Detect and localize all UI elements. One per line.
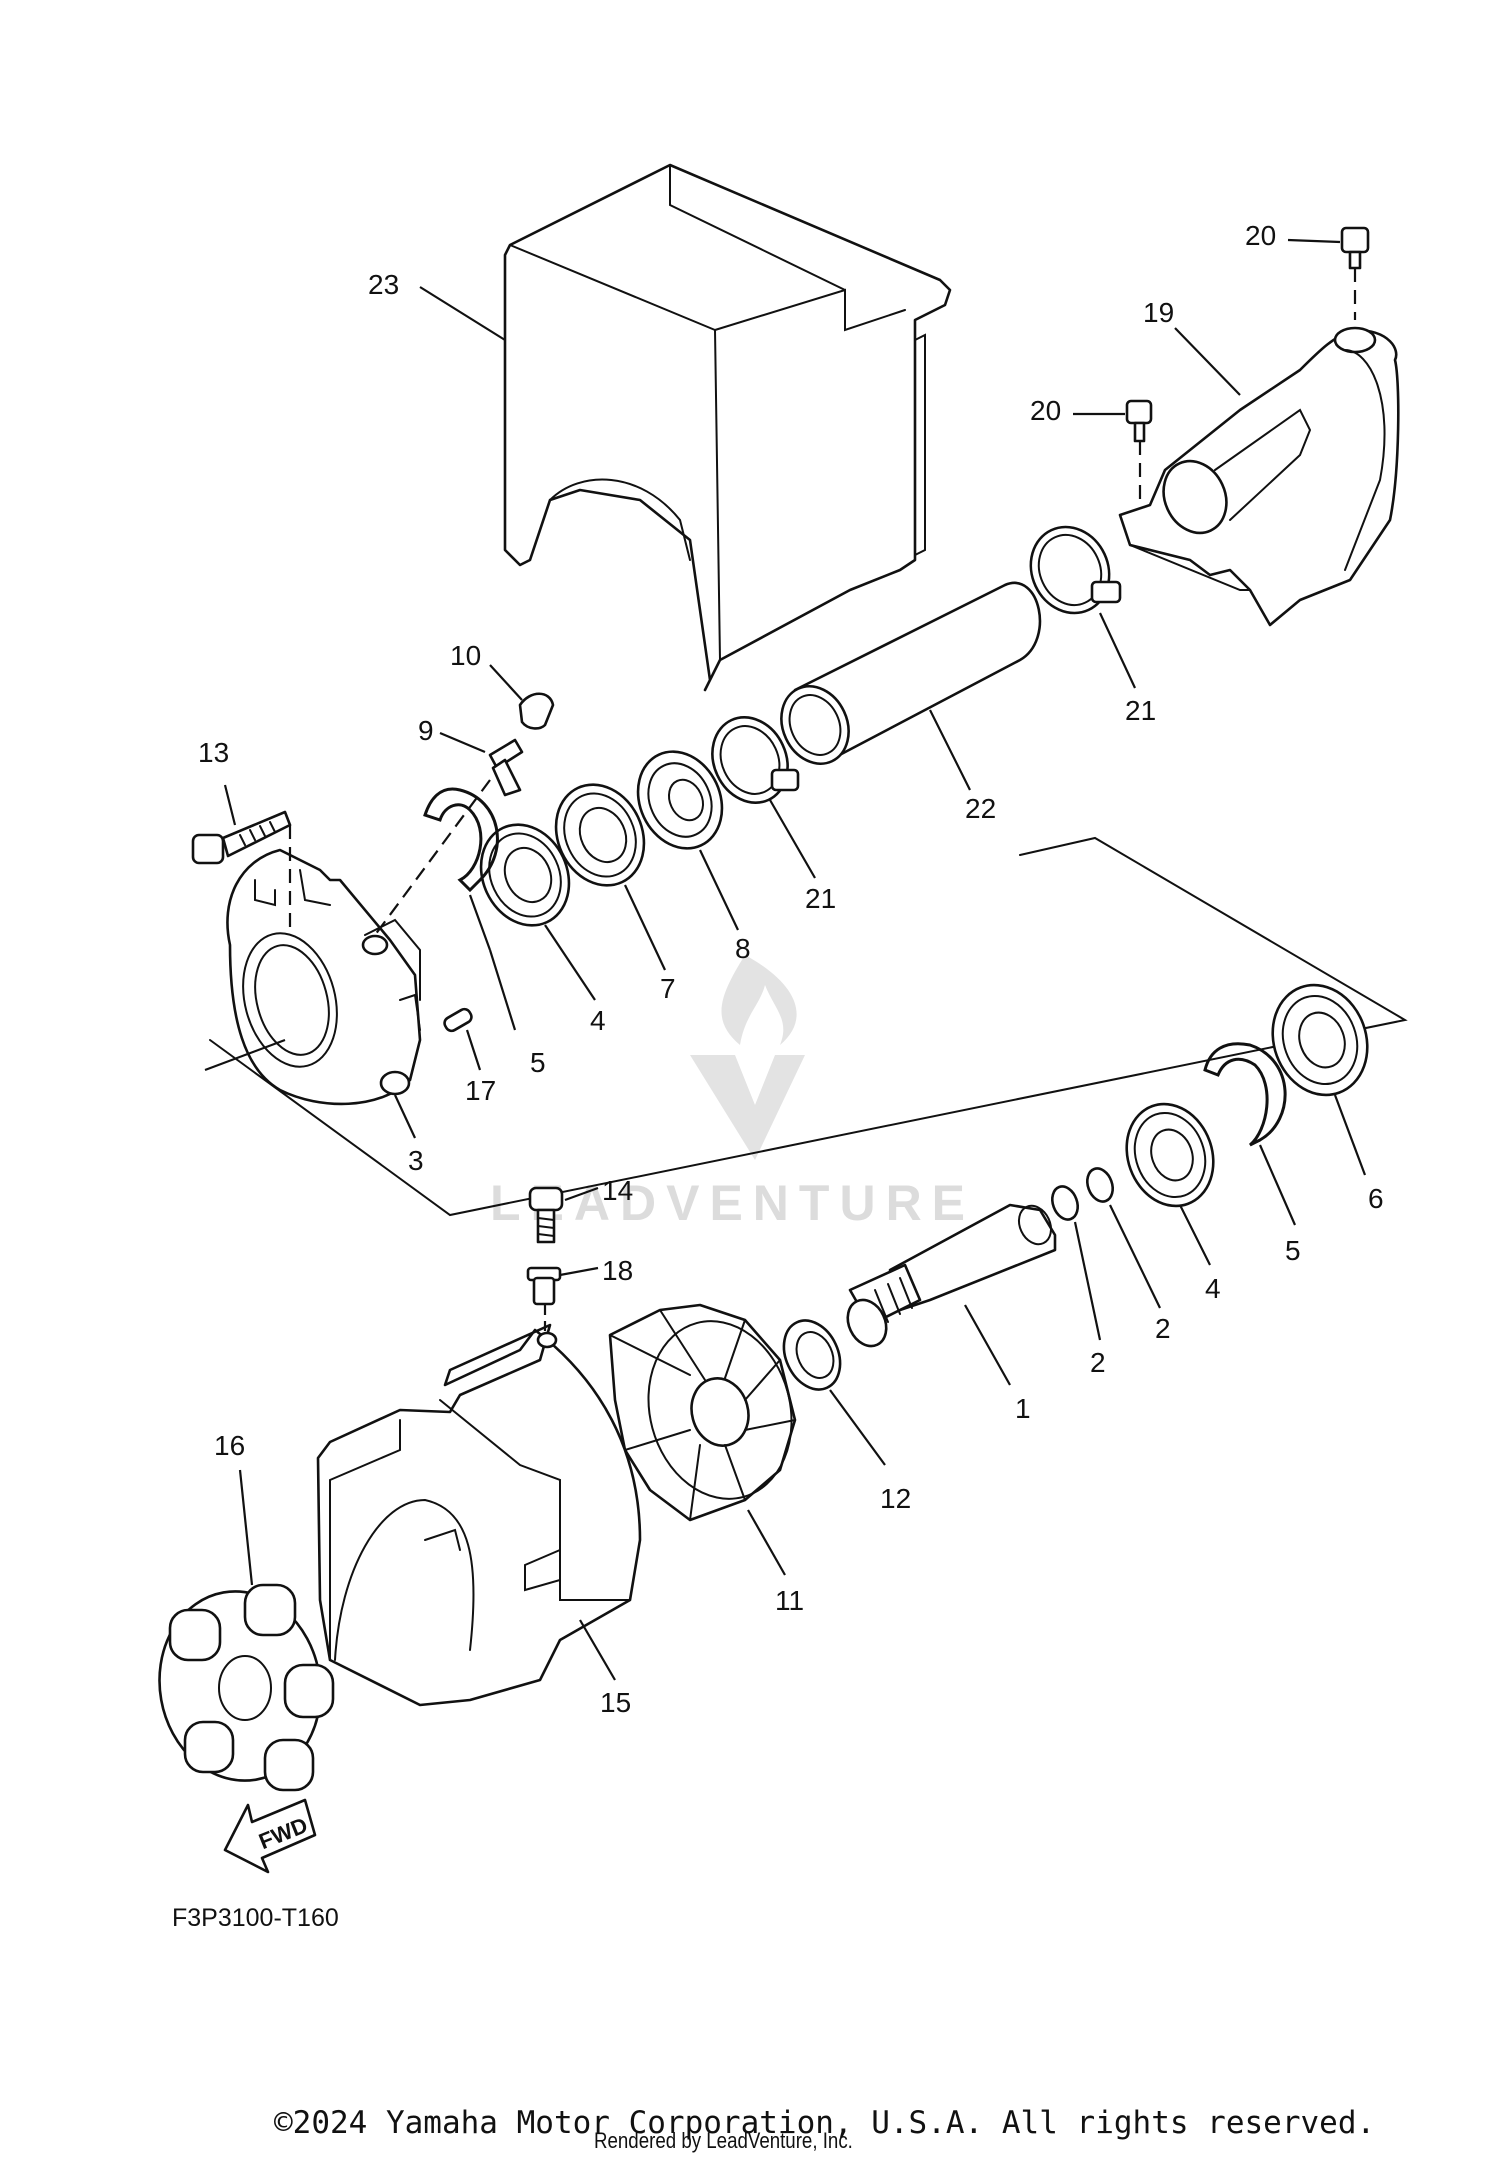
part-12-ring[interactable] [773, 1311, 851, 1398]
callout-19[interactable]: 19 [1143, 297, 1174, 328]
callout-13[interactable]: 13 [198, 737, 229, 768]
callout-21a[interactable]: 21 [1125, 695, 1156, 726]
assembly-group-outline [209, 836, 1408, 1217]
part-15-duct[interactable] [316, 1323, 642, 1707]
part-19-nozzle[interactable] [1118, 326, 1400, 627]
part-2-o-ring-left[interactable] [1048, 1183, 1082, 1223]
callout-6[interactable]: 6 [1368, 1183, 1384, 1214]
callout-20b[interactable]: 20 [1030, 395, 1061, 426]
part-6-bearing[interactable] [1258, 972, 1383, 1109]
part-21-clamp-lower[interactable] [699, 705, 801, 815]
callout-2b[interactable]: 2 [1090, 1347, 1106, 1378]
diagram-code: F3P3100-T160 [172, 1904, 339, 1932]
callout-8[interactable]: 8 [735, 933, 751, 964]
part-11-impeller[interactable] [608, 1303, 811, 1522]
copyright-notice: ©2024 Yamaha Motor Corporation, U.S.A. A… [274, 2105, 1376, 2141]
callout-22[interactable]: 22 [965, 793, 996, 824]
part-13-bolt[interactable] [191, 810, 292, 865]
part-1-shaft[interactable] [841, 1201, 1058, 1353]
callout-1[interactable]: 1 [1015, 1393, 1031, 1424]
part-3-housing[interactable] [226, 848, 422, 1106]
part-9-fitting[interactable] [488, 738, 524, 797]
part-22-hose[interactable] [769, 581, 1042, 775]
part-5-circlip-upper[interactable] [423, 787, 499, 893]
callout-18[interactable]: 18 [602, 1255, 633, 1286]
watermark-logo: LEADVENTURE [490, 955, 975, 1231]
callout-15[interactable]: 15 [600, 1687, 631, 1718]
part-5-circlip-lower[interactable] [1203, 1042, 1287, 1147]
part-18-collar[interactable] [526, 1266, 562, 1306]
callout-5a[interactable]: 5 [530, 1047, 546, 1078]
callout-3[interactable]: 3 [408, 1145, 424, 1176]
callout-14[interactable]: 14 [602, 1175, 633, 1206]
fwd-arrow-icon: FWD [223, 1798, 317, 1874]
callout-5b[interactable]: 5 [1285, 1235, 1301, 1266]
rendered-by-notice: Rendered by LeadVenture, Inc. [594, 2128, 853, 2153]
part-14-bolt[interactable] [528, 1186, 564, 1244]
part-23-cover[interactable] [503, 163, 952, 692]
callout-2a[interactable]: 2 [1155, 1313, 1171, 1344]
callout-16[interactable]: 16 [214, 1430, 245, 1461]
callout-4b[interactable]: 4 [1205, 1273, 1221, 1304]
callout-23[interactable]: 23 [368, 269, 399, 300]
part-20-bolt-top[interactable] [1340, 226, 1370, 270]
callout-12[interactable]: 12 [880, 1483, 911, 1514]
callout-7[interactable]: 7 [660, 973, 676, 1004]
callout-11[interactable]: 11 [775, 1585, 804, 1616]
callout-9[interactable]: 9 [418, 715, 434, 746]
callout-10[interactable]: 10 [450, 640, 481, 671]
part-20-bolt-side[interactable] [1125, 399, 1153, 443]
part-4-bearing-lower[interactable] [1113, 1092, 1228, 1218]
callout-17[interactable]: 17 [465, 1075, 496, 1106]
watermark-text: LEADVENTURE [490, 1175, 975, 1231]
part-8-seal[interactable] [623, 738, 738, 862]
callout-21b[interactable]: 21 [805, 883, 836, 914]
callout-4a[interactable]: 4 [590, 1005, 606, 1036]
part-21-clamp-upper[interactable] [1017, 514, 1123, 626]
part-2-o-ring-right[interactable] [1083, 1165, 1117, 1205]
callout-20a[interactable]: 20 [1245, 220, 1276, 251]
part-4-bearing-upper[interactable] [465, 810, 585, 940]
part-16-damper[interactable] [145, 1579, 336, 1794]
part-17-pin[interactable] [442, 1007, 473, 1033]
part-10-cap[interactable] [518, 692, 555, 730]
